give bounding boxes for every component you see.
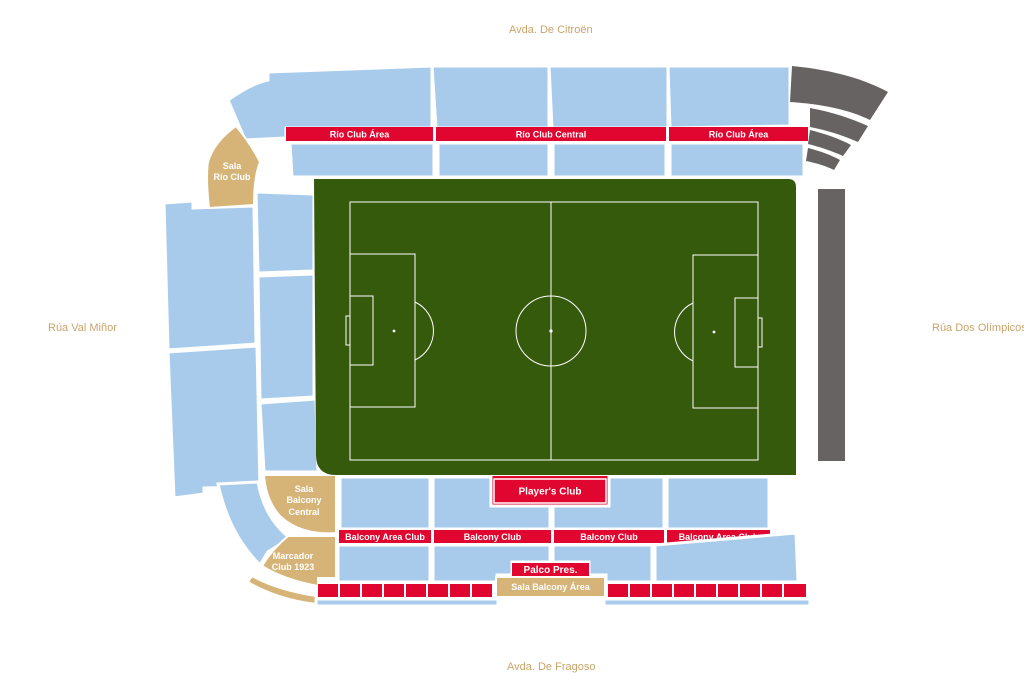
right-goal	[757, 317, 763, 348]
pitchside-box-left-2[interactable]	[340, 584, 360, 597]
stand-section-west-inner-2[interactable]	[256, 272, 316, 402]
stand-section-west-inner-1[interactable]	[254, 190, 316, 275]
stand-section-north-lower-4[interactable]	[668, 141, 806, 179]
left-goal	[345, 315, 351, 346]
stand-section-south-lower-1[interactable]	[336, 543, 432, 584]
players-club-border	[493, 478, 607, 504]
south-front-strip-right	[602, 597, 812, 608]
pitchside-box-right-5[interactable]	[696, 584, 716, 597]
sala-balcony-area-label: Sala Balcony Área	[511, 582, 591, 592]
east-stand-closed	[818, 189, 845, 461]
pitchside-box-right-7[interactable]	[740, 584, 760, 597]
marcador-club-label-2: Club 1923	[272, 562, 315, 572]
rio-club-area-right-label: Río Club Área	[709, 130, 770, 140]
sala-balcony-central-label-2: Balcony	[286, 495, 321, 505]
street-label-right: Rúa Dos Olímpicos	[932, 322, 1024, 334]
closed-section-ne-4	[806, 148, 840, 170]
stand-section-north-lower-1[interactable]	[288, 141, 436, 179]
south-front-strip-left	[314, 597, 500, 608]
north-east-corner-closed	[790, 66, 888, 170]
sala-balcony-area[interactable]	[495, 576, 606, 598]
rio-club-central[interactable]	[436, 127, 666, 141]
sala-balcony-central-label-3: Central	[288, 507, 319, 517]
pitchside-box-left-4[interactable]	[384, 584, 404, 597]
stand-section-north-3[interactable]	[547, 64, 670, 130]
stand-section-west-inner-3[interactable]	[258, 397, 320, 474]
stand-section-north-lower-3[interactable]	[551, 141, 668, 179]
pitchside-box-left-7[interactable]	[450, 584, 470, 597]
pitchside-box-left-3[interactable]	[362, 584, 382, 597]
right-penalty-spot	[712, 330, 716, 334]
street-label-left: Rúa Val Miñor	[48, 322, 117, 334]
south-stand: Player's Club Balcony Area Club Balcony …	[314, 475, 812, 608]
stand-section-west-outer-lower[interactable]	[166, 344, 262, 500]
closed-section-ne-3	[808, 130, 851, 156]
balcony-club-left-label: Balcony Club	[464, 532, 522, 542]
stand-section-north-lower-2[interactable]	[436, 141, 551, 179]
rio-club-area-left-label: Río Club Área	[330, 130, 391, 140]
left-penalty-spot	[392, 329, 396, 333]
sala-balcony-central[interactable]	[262, 474, 337, 535]
marcador-club-label-1: Marcador	[273, 551, 314, 561]
north-stand: Río Club Área Río Club Central Río Club …	[226, 64, 808, 179]
sala-rio-club-label-2: Río Club	[214, 172, 251, 182]
stand-section-south-upper-3[interactable]	[551, 475, 666, 531]
rio-club-central-label: Río Club Central	[516, 130, 587, 140]
stand-section-south-upper-4[interactable]	[665, 475, 771, 531]
players-club[interactable]	[491, 476, 609, 506]
palco-pres[interactable]	[512, 563, 589, 576]
stand-section-south-lower-4[interactable]	[653, 531, 800, 584]
stand-section-west-outer-upper[interactable]	[162, 199, 258, 352]
pitchside-box-left-6[interactable]	[428, 584, 448, 597]
sala-rio-club-label-1: Sala	[223, 161, 243, 171]
south-pitchside-boxes-right	[608, 584, 806, 597]
pitch-surface	[314, 179, 796, 475]
pitchside-box-right-8[interactable]	[762, 584, 782, 597]
palco-pres-label: Palco Pres.	[524, 565, 578, 576]
street-label-bottom: Avda. De Fragoso	[507, 661, 596, 673]
left-penalty-arc	[414, 301, 434, 361]
pitchside-box-left-8[interactable]	[472, 584, 492, 597]
stand-section-south-west-corner[interactable]	[216, 480, 293, 568]
pitchside-box-right-2[interactable]	[630, 584, 650, 597]
stand-section-south-lower-3[interactable]	[551, 543, 654, 584]
balcony-club-right-label: Balcony Club	[580, 532, 638, 542]
pitchside-box-right-4[interactable]	[674, 584, 694, 597]
balcony-club-right[interactable]	[554, 530, 664, 543]
closed-section-ne-2	[810, 108, 868, 142]
centre-circle	[515, 295, 587, 367]
street-label-top: Avda. De Citroën	[509, 24, 593, 36]
balcony-area-club-right-label: Balcony Area Club	[679, 532, 759, 542]
closed-section-ne-1	[790, 66, 888, 120]
south-pitchside-boxes-left	[318, 584, 492, 597]
pitchside-box-right-3[interactable]	[652, 584, 672, 597]
centre-spot	[549, 329, 553, 333]
stand-section-north-4[interactable]	[666, 64, 792, 130]
rio-club-area-right[interactable]	[669, 127, 808, 141]
pitchside-box-left-5[interactable]	[406, 584, 426, 597]
rio-club-area-left[interactable]	[286, 127, 433, 141]
stand-section-south-upper-2[interactable]	[431, 475, 552, 531]
stand-section-south-upper-1[interactable]	[338, 475, 432, 531]
right-penalty-arc	[674, 302, 694, 362]
players-club-label: Player's Club	[519, 487, 582, 498]
balcony-area-club-left[interactable]	[339, 530, 431, 543]
pitch	[314, 179, 796, 475]
pitchside-box-right-1[interactable]	[608, 584, 628, 597]
west-stand	[162, 190, 320, 568]
pitchside-box-left-1[interactable]	[318, 584, 338, 597]
stand-section-north-2[interactable]	[430, 64, 551, 130]
balcony-club-left[interactable]	[434, 530, 551, 543]
pitchside-box-right-9[interactable]	[784, 584, 806, 597]
balcony-area-club-left-label: Balcony Area Club	[345, 532, 425, 542]
pitchside-box-right-6[interactable]	[718, 584, 738, 597]
sala-balcony-central-label-1: Sala	[295, 484, 315, 494]
sala-rio-club[interactable]	[205, 124, 262, 210]
